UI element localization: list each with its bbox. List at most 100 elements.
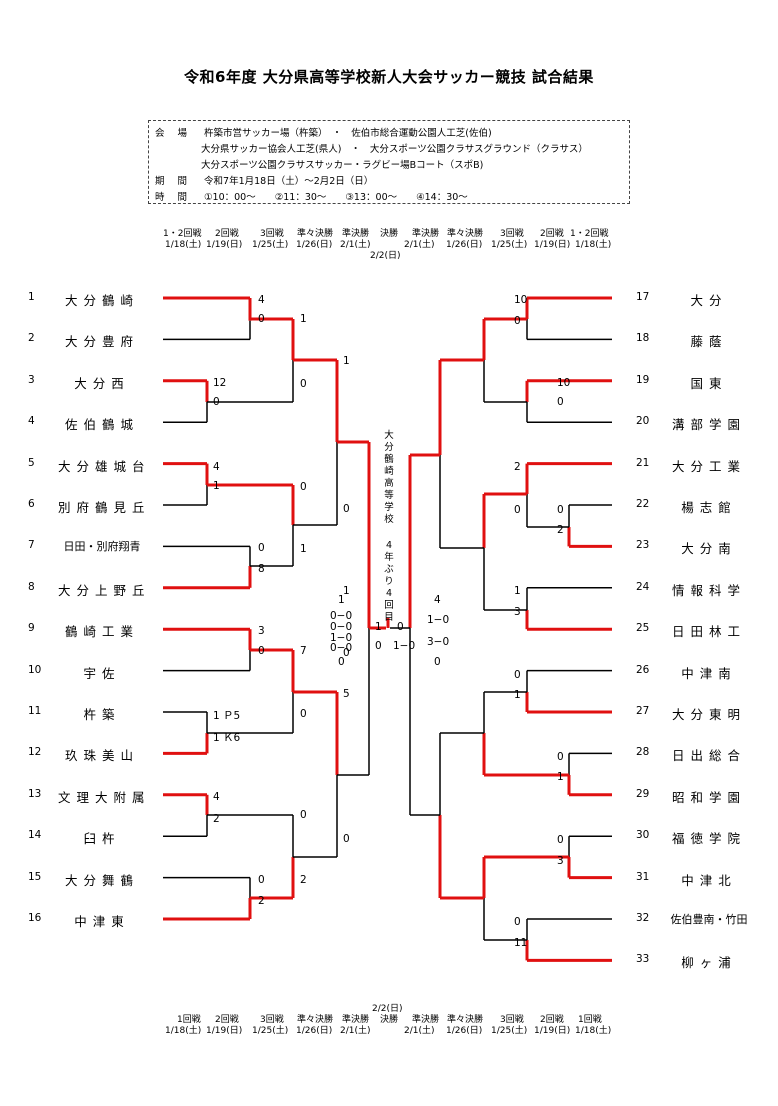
round-label: 3回戦	[500, 229, 524, 239]
round-label: 準決勝	[412, 1015, 440, 1025]
match-score: 0	[300, 481, 307, 493]
team-name: 鶴崎工業	[64, 624, 139, 640]
time-row: 時 間 ①10：00～ ②11：30～ ③13：00～ ④14：30～	[155, 189, 468, 203]
match-score: 5	[343, 688, 350, 700]
team-number: 18	[636, 332, 650, 345]
page-title: 令和6年度 大分県高等学校新人大会サッカー競技 試合結果	[184, 68, 594, 86]
match-score: 3	[557, 855, 564, 867]
time-value: ①10：00～ ②11：30～ ③13：00～ ④14：30～	[204, 192, 468, 203]
round-date: 2/2(日)	[370, 251, 401, 261]
team-name: 大分鶴崎	[64, 293, 139, 308]
team-name: 日出総合	[671, 748, 746, 764]
match-score: 2	[557, 524, 564, 536]
round-date: 1/25(土)	[252, 240, 289, 250]
round-label: 2回戦	[540, 229, 564, 239]
team-number: 15	[28, 870, 42, 883]
team-number: 17	[636, 291, 650, 303]
match-score: 0	[343, 647, 350, 659]
round-label: 準々決勝	[297, 1015, 334, 1025]
match-score: 3	[514, 606, 521, 618]
team-number: 19	[636, 373, 650, 386]
team-name: 宇佐	[83, 665, 121, 681]
round-label: 準々決勝	[297, 229, 334, 239]
venue-label: 会 場	[155, 128, 193, 139]
round-date: 1/25(土)	[252, 1026, 289, 1036]
match-score: 0	[557, 834, 564, 846]
final-left-pk: 0	[338, 656, 345, 668]
match-score: 1 Ｋ6	[213, 732, 241, 744]
team-name: 大分舞鶴	[64, 872, 139, 888]
team-name: 福徳学院	[671, 831, 746, 847]
match-score: 0	[514, 315, 521, 327]
round-label: 2回戦	[540, 1015, 564, 1025]
round-label: 準決勝	[412, 229, 440, 239]
round-date: 1/25(土)	[491, 240, 528, 250]
final-left-total: 1	[338, 594, 345, 606]
match-score: 12	[213, 377, 227, 389]
team-name: 柳ヶ浦	[681, 955, 737, 971]
match-score: 2	[213, 813, 220, 825]
round-date: 2/2(日)	[372, 1004, 403, 1014]
period-value: 令和7年1月18日（土）～2月2日（日）	[204, 176, 374, 187]
team-name: 溝部学園	[671, 417, 746, 433]
match-score: 0	[514, 916, 521, 928]
round-label: 2回戦	[215, 1015, 239, 1025]
match-score: 11	[514, 937, 528, 949]
final-right-half: 1−0	[427, 614, 450, 626]
round-date: 2/1(土)	[340, 1026, 371, 1036]
round-date: 2/1(土)	[404, 240, 435, 250]
final-mid-right: 0	[397, 621, 404, 633]
team-number: 12	[28, 746, 42, 759]
round-date: 1/19(日)	[534, 1026, 571, 1036]
match-score: 0	[258, 874, 265, 886]
team-number: 33	[636, 953, 650, 966]
team-number: 11	[28, 705, 42, 717]
match-score: 0	[258, 542, 265, 554]
final-left-half: 1−0	[330, 632, 353, 644]
match-score: 2	[514, 461, 521, 473]
team-name: 日田・別府翔青	[63, 540, 141, 554]
round-date: 1/26(日)	[296, 240, 333, 250]
team-name: 佐伯豊南・竹田	[670, 913, 748, 926]
round-date: 1/18(土)	[165, 240, 202, 250]
team-name: 情報科学	[671, 582, 746, 598]
team-number: 5	[28, 456, 35, 469]
champion-name: 大分鶴崎高等学校	[384, 430, 394, 525]
final-left-half: 0−0	[330, 642, 353, 654]
team-name: 昭和学園	[671, 789, 746, 805]
match-score: 0	[343, 503, 350, 515]
team-name: 中津東	[74, 914, 130, 929]
round-date: 1/26(日)	[446, 240, 483, 250]
event-info-box: 会 場 杵築市営サッカー場（杵築） ・ 佐伯市総合運動公園人工芝(佐伯) 大分県…	[148, 120, 630, 204]
time-label: 時 間	[155, 192, 193, 203]
round-label: 1・2回戦	[163, 229, 202, 239]
match-score: 3	[258, 625, 265, 637]
match-score: 4	[213, 461, 220, 473]
team-name: 大分豊府	[64, 334, 139, 350]
venue-line-1: 杵築市営サッカー場（杵築） ・ 佐伯市総合運動公園人工芝(佐伯)	[204, 128, 492, 139]
team-number: 25	[636, 622, 650, 635]
team-number: 7	[28, 539, 35, 552]
match-score: 0	[514, 504, 521, 516]
final-mid-right2: 1−0	[393, 640, 416, 652]
venue-line-2: 大分県サッカー協会人工芝(県人) ・ 大分スポーツ公園クラサスグラウンド（クラサ…	[201, 144, 588, 155]
team-name: 中津北	[681, 872, 737, 888]
round-label: 3回戦	[500, 1015, 524, 1025]
match-score: 0	[300, 378, 307, 390]
venue-row: 会 場 杵築市営サッカー場（杵築） ・ 佐伯市総合運動公園人工芝(佐伯)	[155, 125, 492, 139]
team-name: 大分上野丘	[58, 582, 151, 598]
match-score: 1	[343, 585, 350, 597]
team-number: 22	[636, 498, 650, 510]
team-number: 26	[636, 663, 650, 676]
round-date: 1/25(土)	[491, 1026, 528, 1036]
match-score: 1	[300, 313, 307, 325]
team-number: 4	[28, 415, 35, 428]
team-name: 中津南	[681, 665, 737, 681]
match-score: 1	[557, 771, 564, 783]
team-name: 藤蔭	[690, 334, 728, 350]
round-label: 3回戦	[260, 1015, 284, 1025]
match-score: 0	[514, 669, 521, 681]
round-date: 1/19(日)	[534, 240, 571, 250]
team-number: 20	[636, 415, 650, 428]
